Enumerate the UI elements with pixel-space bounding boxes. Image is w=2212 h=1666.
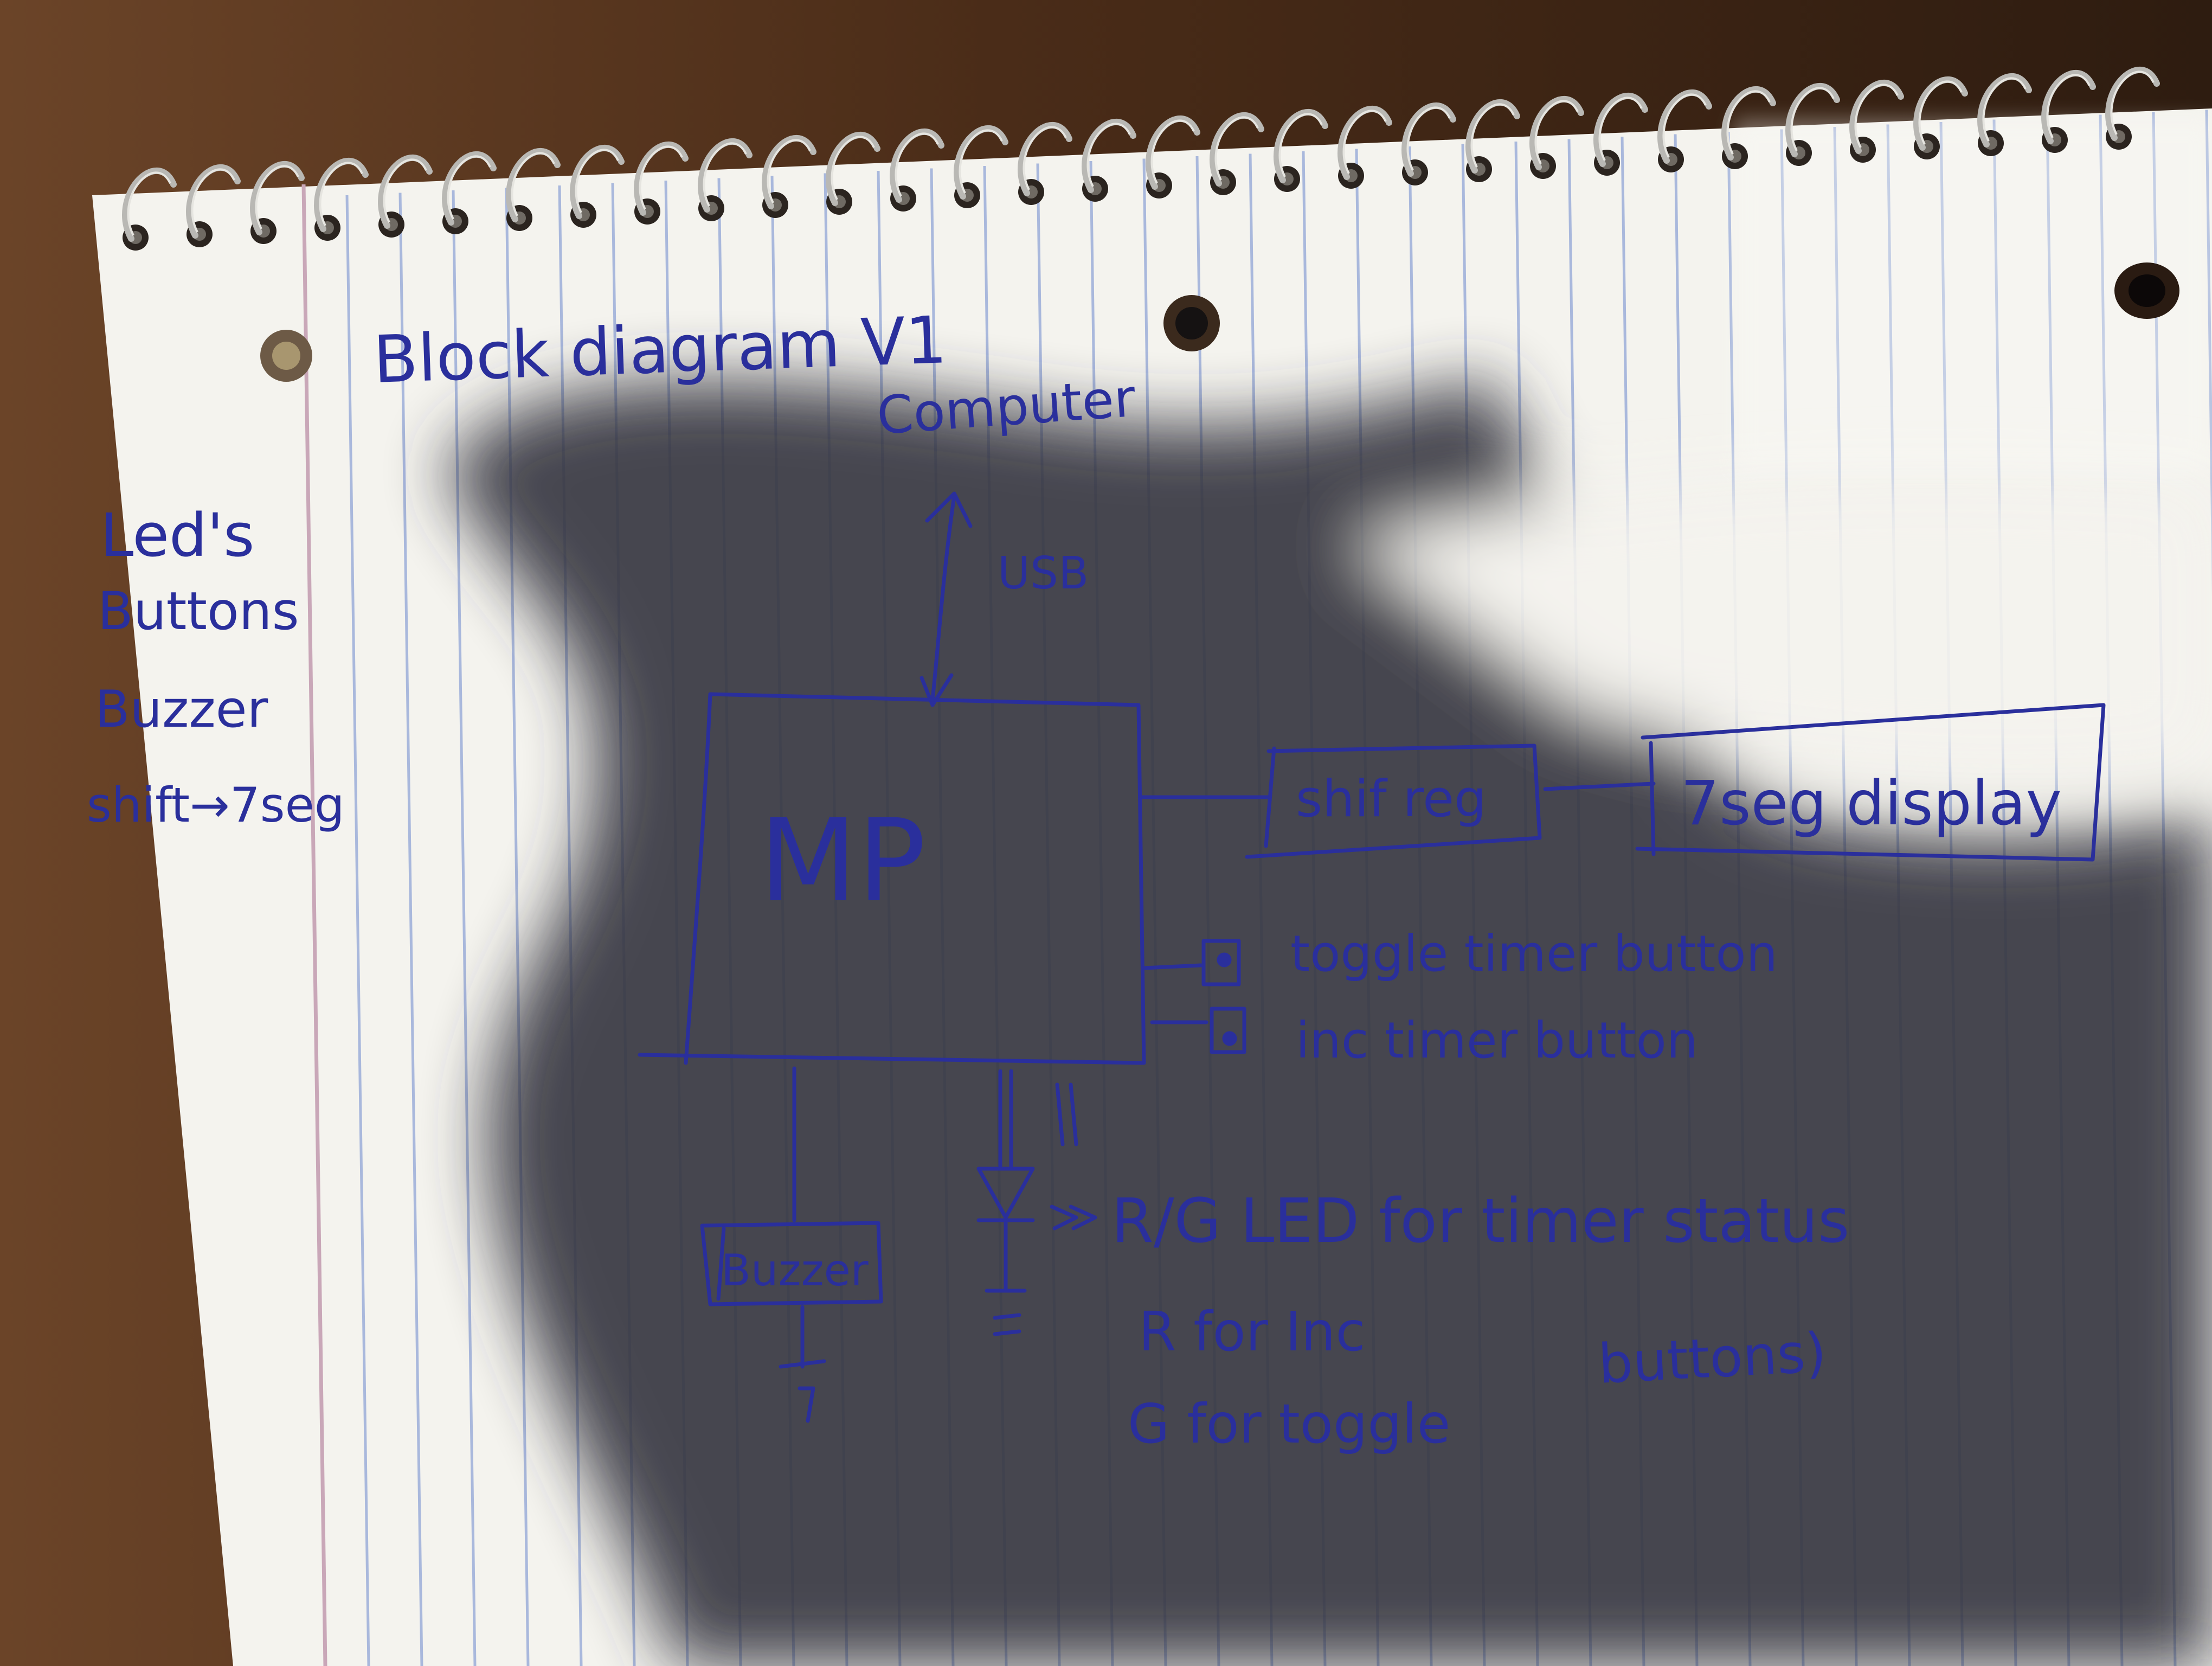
buttons-note: buttons) [1597, 1321, 1828, 1396]
spiral-coil [314, 158, 369, 241]
spiral-coil [1593, 93, 1648, 176]
g-note: G for toggle [1128, 1392, 1450, 1456]
spiral-coil [1785, 83, 1840, 166]
inc-button-label: inc timer button [1296, 1011, 1698, 1069]
mp-block [638, 692, 1146, 1065]
spiral-coil [1721, 86, 1776, 169]
note-shift-7seg: shift→7seg [87, 777, 345, 833]
seg-display-label: 7seg display [1681, 768, 2062, 839]
spiral-coil [1913, 76, 1968, 159]
spiral-coil [1082, 119, 1136, 202]
seg-display-block [1635, 703, 2106, 862]
shift-register-block [1245, 744, 1542, 859]
spiral-coil [186, 164, 241, 247]
led-wires [998, 1069, 1078, 1168]
shift-to-display-wire [1543, 781, 1656, 791]
handwritten-content: Block diagram V1 Led's Buttons Buzzer sh… [87, 303, 2106, 1456]
buzzer-block [700, 1221, 883, 1306]
shift-register-label: shif reg [1296, 770, 1487, 829]
shadow-overlay [445, 380, 2212, 1666]
toggle-button-symbol [1201, 939, 1241, 986]
spiral-binding [122, 67, 2160, 251]
spiral-coil [634, 142, 689, 225]
note-leds: Led's [100, 501, 254, 570]
margin-line [301, 184, 327, 1666]
buzzer-ground-symbol [779, 1305, 826, 1423]
spiral-coil [250, 161, 305, 244]
spiral-coil [1849, 80, 1904, 163]
spiral-coil [442, 151, 497, 234]
ruled-line [398, 193, 423, 1666]
ruled-line [345, 195, 370, 1666]
spiral-coil [122, 168, 177, 251]
spiral-coil [1274, 109, 1328, 192]
spiral-coil [890, 129, 944, 212]
spiral-coil [698, 138, 753, 221]
note-buzzer: Buzzer [95, 680, 268, 739]
buzzer-label: Buzzer [721, 1245, 869, 1296]
spiral-coil [1529, 96, 1584, 179]
spiral-coil [954, 125, 1008, 208]
led-label: R/G LED for timer status [1111, 1186, 1849, 1257]
note-buttons: Buttons [98, 581, 299, 642]
spiral-coil [1146, 116, 1200, 198]
r-note: R for Inc [1139, 1300, 1365, 1363]
usb-label: USB [998, 548, 1089, 599]
spiral-coil [2105, 67, 2160, 150]
usb-arrow [919, 491, 973, 707]
toggle-button-label: toggle timer button [1290, 925, 1778, 983]
spiral-coil [378, 155, 433, 238]
spiral-coil [1018, 122, 1072, 205]
inc-button-symbol [1210, 1007, 1246, 1054]
spiral-coil [1657, 89, 1712, 172]
spiral-coil [1465, 99, 1520, 182]
spiral-coil [2041, 70, 2096, 153]
led-symbol [976, 1167, 1097, 1336]
punched-holes [260, 262, 2179, 382]
spiral-coil [1338, 106, 1392, 189]
spiral-coil [1401, 102, 1456, 185]
spiral-coil [1977, 73, 2032, 156]
mp-label: MP [759, 794, 926, 927]
spiral-coil [506, 148, 561, 231]
spiral-coil [762, 135, 816, 218]
spiral-coil [1210, 112, 1264, 195]
spiral-coil [570, 145, 625, 228]
ruled-line [452, 190, 477, 1666]
toggle-button-wire [1142, 963, 1203, 970]
spiral-coil [826, 132, 880, 215]
